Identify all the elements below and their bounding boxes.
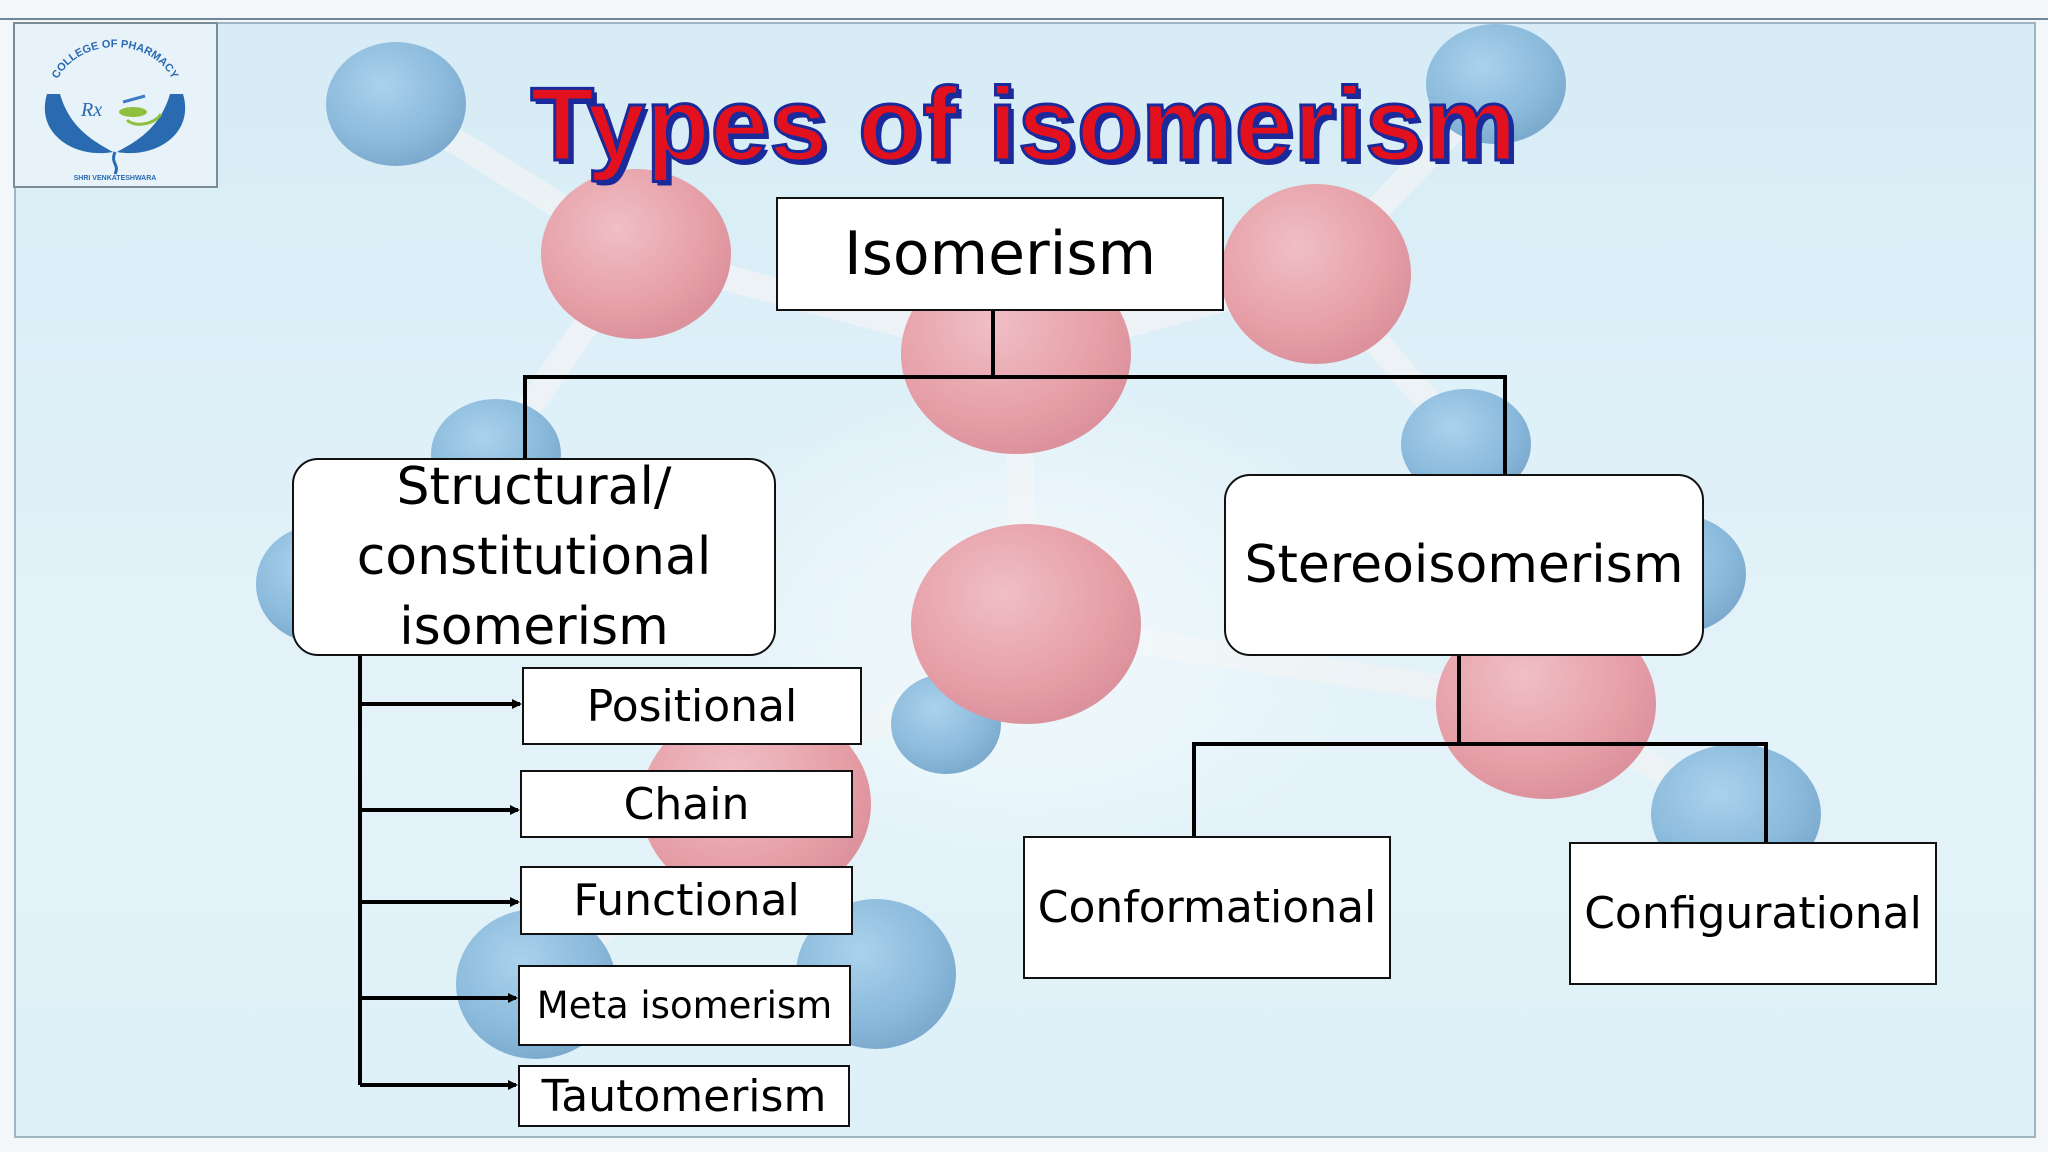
node-stereoisomerism: Stereoisomerism bbox=[1224, 474, 1704, 656]
college-logo: COLLEGE OF PHARMACY Rx SHRI VENKATESHWAR… bbox=[13, 22, 218, 188]
node-configurational: Configurational bbox=[1569, 842, 1937, 985]
node-tautomerism-label: Tautomerism bbox=[541, 1070, 827, 1122]
node-meta-label: Meta isomerism bbox=[536, 984, 833, 1027]
logo-bottom-text: SHRI VENKATESHWARA bbox=[74, 175, 157, 182]
node-chain: Chain bbox=[520, 770, 853, 838]
node-meta-isomerism: Meta isomerism bbox=[518, 965, 851, 1046]
node-isomerism-label: Isomerism bbox=[843, 219, 1157, 289]
top-rule bbox=[0, 18, 2048, 20]
node-functional-label: Functional bbox=[573, 875, 800, 926]
node-conformational-label: Conformational bbox=[1037, 882, 1377, 933]
node-positional-label: Positional bbox=[586, 680, 798, 732]
node-conformational: Conformational bbox=[1023, 836, 1391, 979]
logo-symbol: Rx bbox=[80, 99, 102, 121]
slide-title: Types of isomerism bbox=[529, 67, 1518, 183]
node-structural-isomerism: Structural/ constitutional isomerism bbox=[292, 457, 776, 657]
node-structural-label: Structural/ constitutional isomerism bbox=[356, 457, 712, 657]
node-tautomerism: Tautomerism bbox=[518, 1065, 850, 1127]
node-chain-label: Chain bbox=[623, 778, 750, 830]
node-functional: Functional bbox=[520, 866, 853, 935]
node-positional: Positional bbox=[522, 667, 862, 745]
node-configurational-label: Configurational bbox=[1584, 888, 1922, 939]
node-stereo-label: Stereoisomerism bbox=[1244, 535, 1684, 595]
node-isomerism: Isomerism bbox=[776, 197, 1224, 311]
logo-hands-icon: COLLEGE OF PHARMACY Rx SHRI VENKATESHWAR… bbox=[44, 38, 186, 182]
